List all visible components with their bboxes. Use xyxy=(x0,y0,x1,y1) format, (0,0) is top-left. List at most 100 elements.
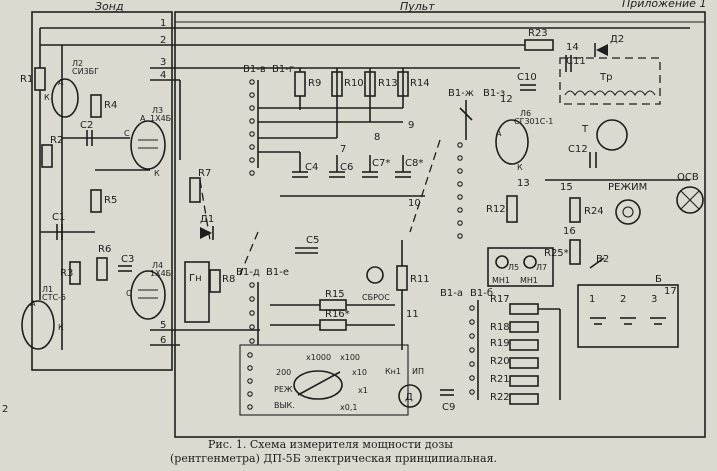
d2-label: Д2 xyxy=(610,34,624,45)
dial-200: 200 xyxy=(276,368,291,377)
console-label: Пульт xyxy=(400,0,435,13)
switch-contact xyxy=(469,361,475,367)
c5-label: C5 xyxy=(306,235,319,246)
meter-d: Д xyxy=(405,392,413,403)
switch-contact xyxy=(469,305,475,311)
appendix-label: Приложение 1 xyxy=(622,0,706,10)
switch-contact xyxy=(247,404,253,410)
switch-contact xyxy=(249,157,255,163)
c12-label: C12 xyxy=(568,144,588,155)
node-8: 8 xyxy=(374,132,380,143)
l5-label: Л5 xyxy=(508,263,519,272)
node-9: 9 xyxy=(408,120,414,131)
switch-contact xyxy=(249,144,255,150)
switch-b1v-contacts xyxy=(249,79,255,176)
tube-l1 xyxy=(21,300,55,350)
c2-label: C2 xyxy=(80,120,93,131)
l2-anode: А xyxy=(58,78,64,87)
range-dial-panel xyxy=(239,344,409,416)
node-15: 15 xyxy=(560,182,573,193)
b1d-label: В1-д xyxy=(236,267,260,278)
b1a-label: В1-а xyxy=(440,288,463,299)
r24-label: R24 xyxy=(584,206,604,217)
r8-label: R8 xyxy=(222,274,235,285)
terminal-4: 4 xyxy=(160,70,166,81)
switch-contact xyxy=(249,310,255,316)
b1b-label: В1-б xyxy=(470,288,493,299)
transistor-t xyxy=(596,119,628,151)
switch-b2[interactable] xyxy=(589,257,605,269)
dial-x100: х100 xyxy=(340,353,360,362)
b1zh-label: В1-ж xyxy=(448,88,474,99)
r13-label: R13 xyxy=(378,78,398,89)
switch-contact xyxy=(249,282,255,288)
c9-label: C9 xyxy=(442,402,455,413)
reset-button[interactable] xyxy=(366,266,384,284)
switch-contact xyxy=(247,365,253,371)
l3-anode: А xyxy=(140,114,146,123)
meter-ip xyxy=(398,384,422,408)
l6-cathode: К xyxy=(517,163,523,172)
l4-label: Л4 xyxy=(152,261,163,270)
switch-contact xyxy=(249,131,255,137)
gn-label: Гн xyxy=(189,273,202,284)
l2-label: Л2 xyxy=(72,59,83,68)
lamp-block xyxy=(487,247,554,287)
switch-contact xyxy=(457,142,463,148)
ip-label: ИП xyxy=(412,367,424,376)
r22-label: R22 xyxy=(490,392,510,403)
mn1-b-label: МН1 xyxy=(520,276,538,285)
r1-label: R1 xyxy=(20,74,33,85)
switch-contact xyxy=(469,333,475,339)
l6-anode: А xyxy=(496,129,502,138)
c11-label: C11 xyxy=(566,56,586,67)
node-12: 12 xyxy=(500,94,513,105)
switch-left-contacts xyxy=(247,352,253,410)
tube-l3 xyxy=(130,120,166,170)
resistor-r11 xyxy=(319,299,347,311)
switch-contact xyxy=(457,233,463,239)
resistor-r1 xyxy=(34,67,46,91)
switch-b1zh-contacts xyxy=(457,142,463,239)
bat-cell-1: 1 xyxy=(589,294,595,305)
battery-block xyxy=(577,284,679,348)
r10-label: R10 xyxy=(344,78,364,89)
tube-l4 xyxy=(130,270,166,320)
node-13: 13 xyxy=(517,178,530,189)
resistor-r12 xyxy=(319,319,347,331)
terminal-3: 3 xyxy=(160,57,166,68)
r25-label: R25* xyxy=(544,248,569,259)
terminal-numbers: 1 2 3 4 5 6 xyxy=(160,18,166,346)
l6-type: СГ301С-1 xyxy=(514,117,553,126)
terminal-5: 5 xyxy=(160,320,166,331)
console-frame xyxy=(174,11,706,438)
resistor-r5 xyxy=(90,189,102,213)
c8-label: C8* xyxy=(405,158,423,169)
c7-label: C7* xyxy=(372,158,390,169)
range-dial[interactable] xyxy=(293,370,343,400)
resistor-r17 xyxy=(509,303,539,315)
resistor-r16 xyxy=(506,195,518,223)
resistor-r15 xyxy=(396,265,408,291)
r4-label: R4 xyxy=(104,100,117,111)
node-11: 11 xyxy=(406,309,419,320)
r12-label: R16* xyxy=(325,309,350,320)
resistor-r22 xyxy=(509,393,539,405)
r14-label: R14 xyxy=(410,78,430,89)
switch-contact xyxy=(469,375,475,381)
dial-off: ВЫК. xyxy=(274,401,295,410)
osv-label: ОСВ xyxy=(677,172,699,183)
mode-knob[interactable] xyxy=(615,199,641,225)
switch-contact xyxy=(457,155,463,161)
reset-label: СБРОС xyxy=(362,293,390,302)
node-7: 7 xyxy=(340,144,346,155)
r9-label: R9 xyxy=(308,78,321,89)
switch-contact xyxy=(249,79,255,85)
l1-label: Л1 xyxy=(42,285,53,294)
bat-17: 17 xyxy=(664,286,677,297)
c3-label: C3 xyxy=(121,254,134,265)
l2-cathode: К xyxy=(44,93,50,102)
b1e-label: В1-е xyxy=(266,267,289,278)
